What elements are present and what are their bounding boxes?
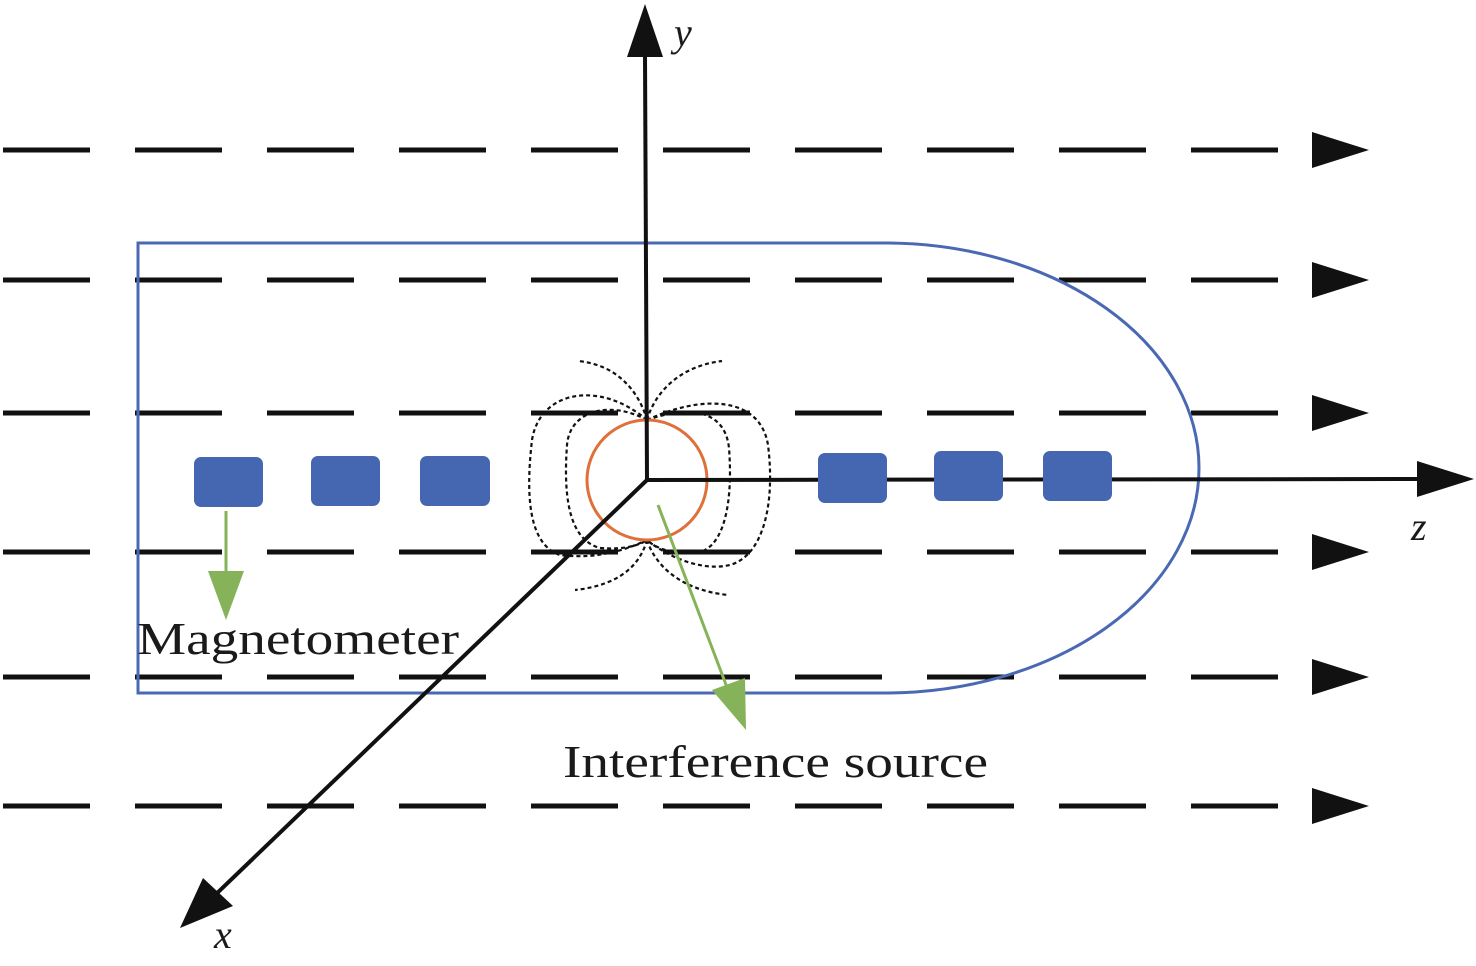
magnetometer-3 bbox=[420, 456, 490, 506]
x-axis-line bbox=[210, 478, 649, 900]
interference-source-label: Interference source bbox=[563, 736, 988, 787]
field-line-arrowhead-5 bbox=[1312, 659, 1369, 695]
dipole-loop-left-outer bbox=[528, 394, 648, 558]
dipole-loop-right-outer bbox=[646, 402, 772, 568]
dipole-line-top-right bbox=[645, 359, 723, 421]
magnetometer-1 bbox=[194, 457, 263, 507]
magnetometer-5 bbox=[934, 451, 1003, 501]
magnetometer-4 bbox=[818, 453, 887, 503]
y-axis-line bbox=[643, 54, 649, 481]
x-axis-label: x bbox=[213, 912, 232, 957]
magnetometer-2 bbox=[311, 456, 380, 506]
coordinate-axes bbox=[180, 4, 1474, 928]
carrier-outline bbox=[136, 241, 1201, 695]
field-line-arrowhead-1 bbox=[1312, 132, 1369, 168]
dipole-line-bottom-right bbox=[645, 539, 729, 597]
x-axis-arrowhead bbox=[180, 878, 233, 928]
y-axis-label: y bbox=[670, 10, 692, 55]
magnetometer-6 bbox=[1043, 451, 1112, 501]
z-axis-line bbox=[646, 477, 1421, 482]
background-field-lines bbox=[3, 132, 1369, 824]
pointer-arrows bbox=[208, 504, 746, 730]
dipole-line-bottom-left bbox=[574, 539, 649, 592]
field-line-arrowhead-2 bbox=[1312, 262, 1369, 298]
dipole-line-top-left bbox=[577, 359, 649, 421]
dipole-loop-left-inner bbox=[564, 408, 648, 550]
z-axis-arrowhead bbox=[1417, 461, 1474, 497]
magnetometer-label: Magnetometer bbox=[137, 613, 459, 664]
field-line-arrowhead-6 bbox=[1312, 788, 1369, 824]
field-line-arrowhead-3 bbox=[1312, 395, 1369, 431]
dipole-loop-right-inner bbox=[646, 411, 732, 555]
z-axis-label: z bbox=[1410, 504, 1427, 549]
y-axis-arrowhead bbox=[627, 4, 663, 57]
source-pointer-line bbox=[656, 504, 730, 691]
magnetometer-array bbox=[194, 451, 1112, 507]
source-pointer-arrowhead bbox=[712, 678, 746, 730]
field-line-arrowhead-4 bbox=[1312, 534, 1369, 570]
magnetometer-pointer-arrowhead bbox=[208, 571, 244, 620]
